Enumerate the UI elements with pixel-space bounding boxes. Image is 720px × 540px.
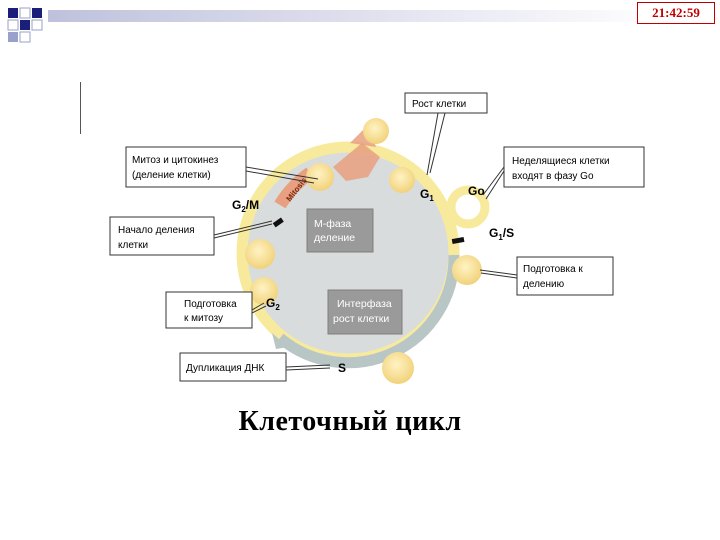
- interphase-line2: рост клетки: [333, 313, 389, 325]
- leader-dna-dup: [285, 364, 331, 371]
- leader-mitosis: [245, 166, 319, 184]
- label-box-nondividing: [503, 146, 645, 188]
- leader-prep-division: [479, 269, 518, 279]
- cell: [245, 239, 275, 269]
- ring-cells: [245, 118, 482, 384]
- label-nondividing-2: входят в фазу Go: [512, 170, 594, 182]
- label-prep-mitosis-1: Подготовка: [184, 299, 237, 310]
- g1s-checkpoint: [451, 236, 465, 244]
- marker-go: Go: [468, 184, 485, 198]
- label-box-mitosis: [125, 146, 247, 188]
- label-mitosis-1: Митоз и цитокинез: [132, 155, 219, 166]
- label-division-start-1: Начало деления: [118, 225, 195, 236]
- cell: [452, 255, 482, 285]
- cell: [363, 118, 389, 144]
- marker-g2m: G2/M: [232, 198, 259, 214]
- m-phase-line1: М-фаза: [314, 218, 351, 230]
- marker-g1s: G1/S: [489, 226, 514, 242]
- m-phase-line2: деление: [314, 232, 355, 244]
- label-prep-division-2: делению: [523, 279, 565, 290]
- leader-division-start: [213, 220, 273, 239]
- cell: [389, 167, 415, 193]
- label-box-division-start: [109, 216, 215, 256]
- label-nondividing-1: Неделящиеся клетки: [512, 156, 610, 167]
- label-box-prep-division: [516, 256, 614, 296]
- label-box-dna-dup: [179, 352, 287, 382]
- g2m-checkpoint: [272, 217, 284, 228]
- marker-g2: G2: [266, 296, 280, 312]
- divider-line: [80, 82, 81, 134]
- label-growth: Рост клетки: [412, 99, 466, 110]
- label-mitosis-2: (деление клетки): [132, 170, 211, 181]
- leader-growth: [426, 112, 446, 176]
- leader-nondividing: [482, 166, 505, 200]
- go-loop: [446, 185, 490, 229]
- label-box-prep-mitosis: [165, 291, 253, 329]
- m-phase-box: [306, 208, 374, 253]
- label-box-growth: [404, 92, 488, 114]
- marker-s: S: [338, 361, 346, 375]
- time-display: 21:42:59: [637, 2, 715, 24]
- decorative-header: [0, 0, 720, 43]
- interphase-line1: Интерфаза: [337, 298, 392, 310]
- leader-prep-mitosis: [251, 302, 267, 314]
- label-dna-dup: Дупликация ДНК: [186, 363, 264, 374]
- cell: [250, 277, 278, 305]
- s-phase-arc: [276, 254, 460, 369]
- cell: [382, 352, 414, 384]
- division-arrow: [333, 143, 380, 181]
- label-prep-division-1: Подготовка к: [523, 264, 583, 275]
- marker-g1: G1: [420, 187, 434, 203]
- label-prep-mitosis-2: к митозу: [184, 313, 223, 324]
- label-division-start-2: клетки: [118, 240, 148, 251]
- slide-title: Клеточный цикл: [238, 406, 462, 437]
- s-phase-arrowhead: [272, 333, 288, 349]
- interphase-box: [327, 289, 403, 335]
- cell: [306, 163, 334, 191]
- cell-cycle-diagram: Mitosis М-фаза деление Интерфаза рост кл…: [109, 92, 645, 384]
